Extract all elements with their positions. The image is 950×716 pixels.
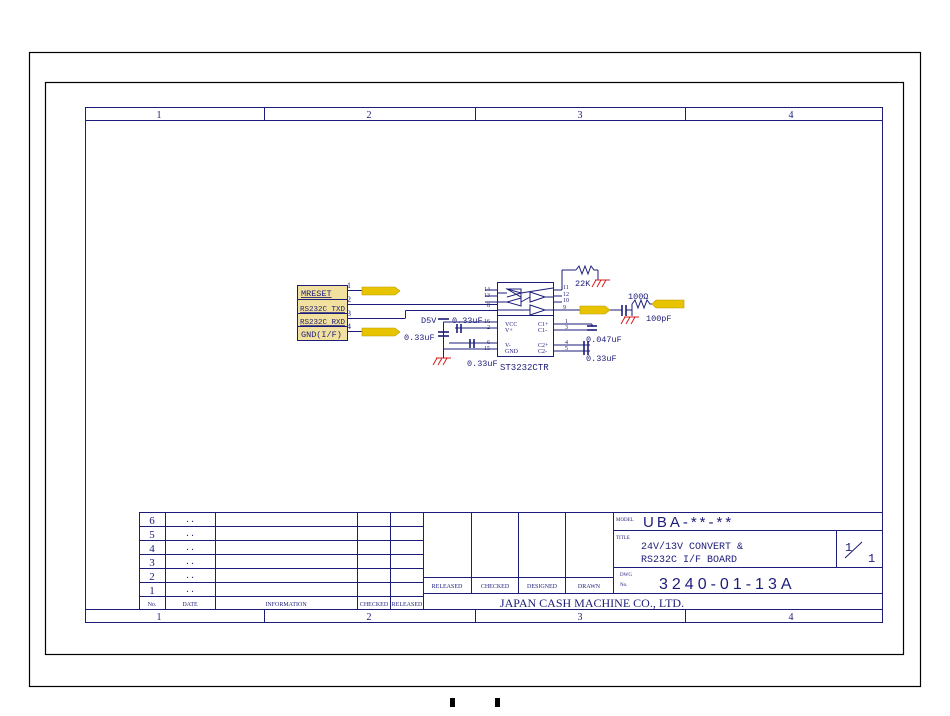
label-c-c1: 0.047uF [586, 335, 622, 345]
connector-label-gnd: GND(I/F) [301, 330, 342, 340]
header-no: No. [148, 602, 157, 608]
power-section [438, 318, 485, 358]
label-c-vminus: 0.33uF [467, 359, 498, 369]
revision-date-4: . . [186, 542, 194, 553]
net-flag-txd-out [579, 305, 611, 315]
ic-pin-14: 14 [484, 287, 490, 293]
header-information: INFORMATION [265, 602, 307, 608]
connector [297, 285, 348, 341]
ic-part-number: ST3232CTR [500, 363, 549, 373]
ic-label-c2minus: C2- [538, 349, 547, 355]
header-released: RELEASED [392, 602, 423, 608]
ic-st3232 [485, 282, 580, 357]
title-label: TITLE [616, 536, 630, 541]
ic-pin-2: 2 [487, 325, 490, 331]
sheet-total: 1 [868, 552, 875, 566]
col-label-top-3: 3 [578, 110, 583, 121]
revision-date-3: . . [186, 556, 194, 567]
net-flag-output [651, 299, 685, 309]
col-label-bottom-4: 4 [789, 612, 794, 623]
ic-pin-16: 16 [484, 319, 490, 325]
title-line-1: 24V/13V CONVERT & [641, 541, 743, 553]
col-label-top-4: 4 [789, 110, 794, 121]
drawing-number: 3240-01-13A [659, 576, 796, 593]
revision-date-1: . . [186, 584, 194, 595]
connector-label-mreset: MRESET [301, 289, 332, 299]
ic-pin-8: 8 [487, 303, 490, 309]
label-c-left: 0.33uF [404, 333, 435, 343]
ic-label-c1minus: C1- [538, 328, 547, 334]
model-value: UBA-**-** [643, 514, 734, 531]
ic-label-vcc: VCC [505, 322, 517, 328]
connector-pin-2: 2 [347, 295, 351, 304]
connector-pin-1: 1 [347, 281, 351, 290]
net-flag-gnd [361, 327, 401, 337]
output-section [561, 264, 656, 355]
ic-pin-10: 10 [563, 298, 569, 304]
net-flag-mreset [361, 286, 401, 296]
ic-pin-5: 5 [565, 346, 568, 352]
col-label-bottom-3: 3 [578, 612, 583, 623]
connector-label-rxd: RS232C RXD [300, 319, 346, 327]
connector-wires [347, 290, 497, 332]
revision-no-4: 4 [149, 543, 155, 555]
ground-symbol-left [432, 357, 451, 366]
sheet-number: 1 [845, 541, 852, 555]
model-label: MODEL [616, 518, 634, 523]
revision-date-6: . . [186, 514, 194, 525]
label-r-series: 100Ω [628, 292, 648, 302]
ic-label-vplus: V+ [505, 328, 513, 334]
ic-pin-3: 3 [565, 325, 568, 331]
ic-pin-9: 9 [563, 305, 566, 311]
ic-pin-12: 12 [563, 292, 569, 298]
scan-mark-left [450, 698, 455, 707]
dwg-no-label: No. [620, 583, 627, 588]
title-block [139, 512, 883, 610]
connector-pin-4: 4 [347, 322, 351, 331]
label-d5v: D5V [421, 316, 437, 326]
ic-label-c2plus: C2+ [538, 343, 549, 349]
ic-pin-15: 15 [484, 346, 490, 352]
connector-label-txd: RS232C TXD [300, 306, 346, 314]
label-c-filter: 100pF [646, 314, 672, 324]
approval-designed: DESIGNED [527, 584, 558, 590]
revision-date-2: . . [186, 570, 194, 581]
col-label-bottom-1: 1 [157, 612, 162, 623]
col-label-top-2: 2 [367, 110, 372, 121]
ic-pin-1: 1 [565, 319, 568, 325]
revision-no-6: 6 [149, 515, 155, 527]
label-c-vcc: 0.33uF [452, 316, 483, 326]
connector-pin-3: 3 [347, 309, 351, 318]
header-date: DATE [182, 602, 198, 608]
revision-date-5: . . [186, 528, 194, 539]
ic-pin-13: 13 [484, 293, 490, 299]
ic-label-gnd: GND [505, 349, 519, 355]
approval-drawn: DRAWN [578, 584, 601, 590]
revision-no-2: 2 [149, 571, 155, 583]
company-name: JAPAN CASH MACHINE CO., LTD. [500, 596, 684, 610]
revision-no-3: 3 [149, 557, 155, 569]
dwg-label: DWG [620, 573, 632, 578]
ground-symbol-pullup [591, 279, 610, 288]
title-line-2: RS232C I/F BOARD [641, 554, 737, 566]
inner-border [44, 81, 905, 656]
revision-no-5: 5 [149, 529, 155, 541]
col-label-bottom-2: 2 [367, 612, 372, 623]
outer-border [28, 51, 922, 688]
ic-label-vminus: V- [505, 343, 511, 349]
ic-label-c1plus: C1+ [538, 322, 549, 328]
ic-pin-11: 11 [563, 285, 569, 291]
label-c-c2: 0.33uF [586, 354, 617, 364]
label-r-pullup: 22K [575, 279, 591, 289]
ground-symbol-filter [620, 316, 639, 325]
approval-checked: CHECKED [481, 584, 510, 590]
ic-pin-6: 6 [487, 340, 490, 346]
scan-mark-right [495, 698, 500, 707]
header-checked: CHECKED [360, 602, 389, 608]
ic-pin-4: 4 [565, 340, 568, 346]
approval-released: RELEASED [432, 584, 463, 590]
revision-no-1: 1 [149, 585, 155, 597]
col-label-top-1: 1 [157, 110, 162, 121]
